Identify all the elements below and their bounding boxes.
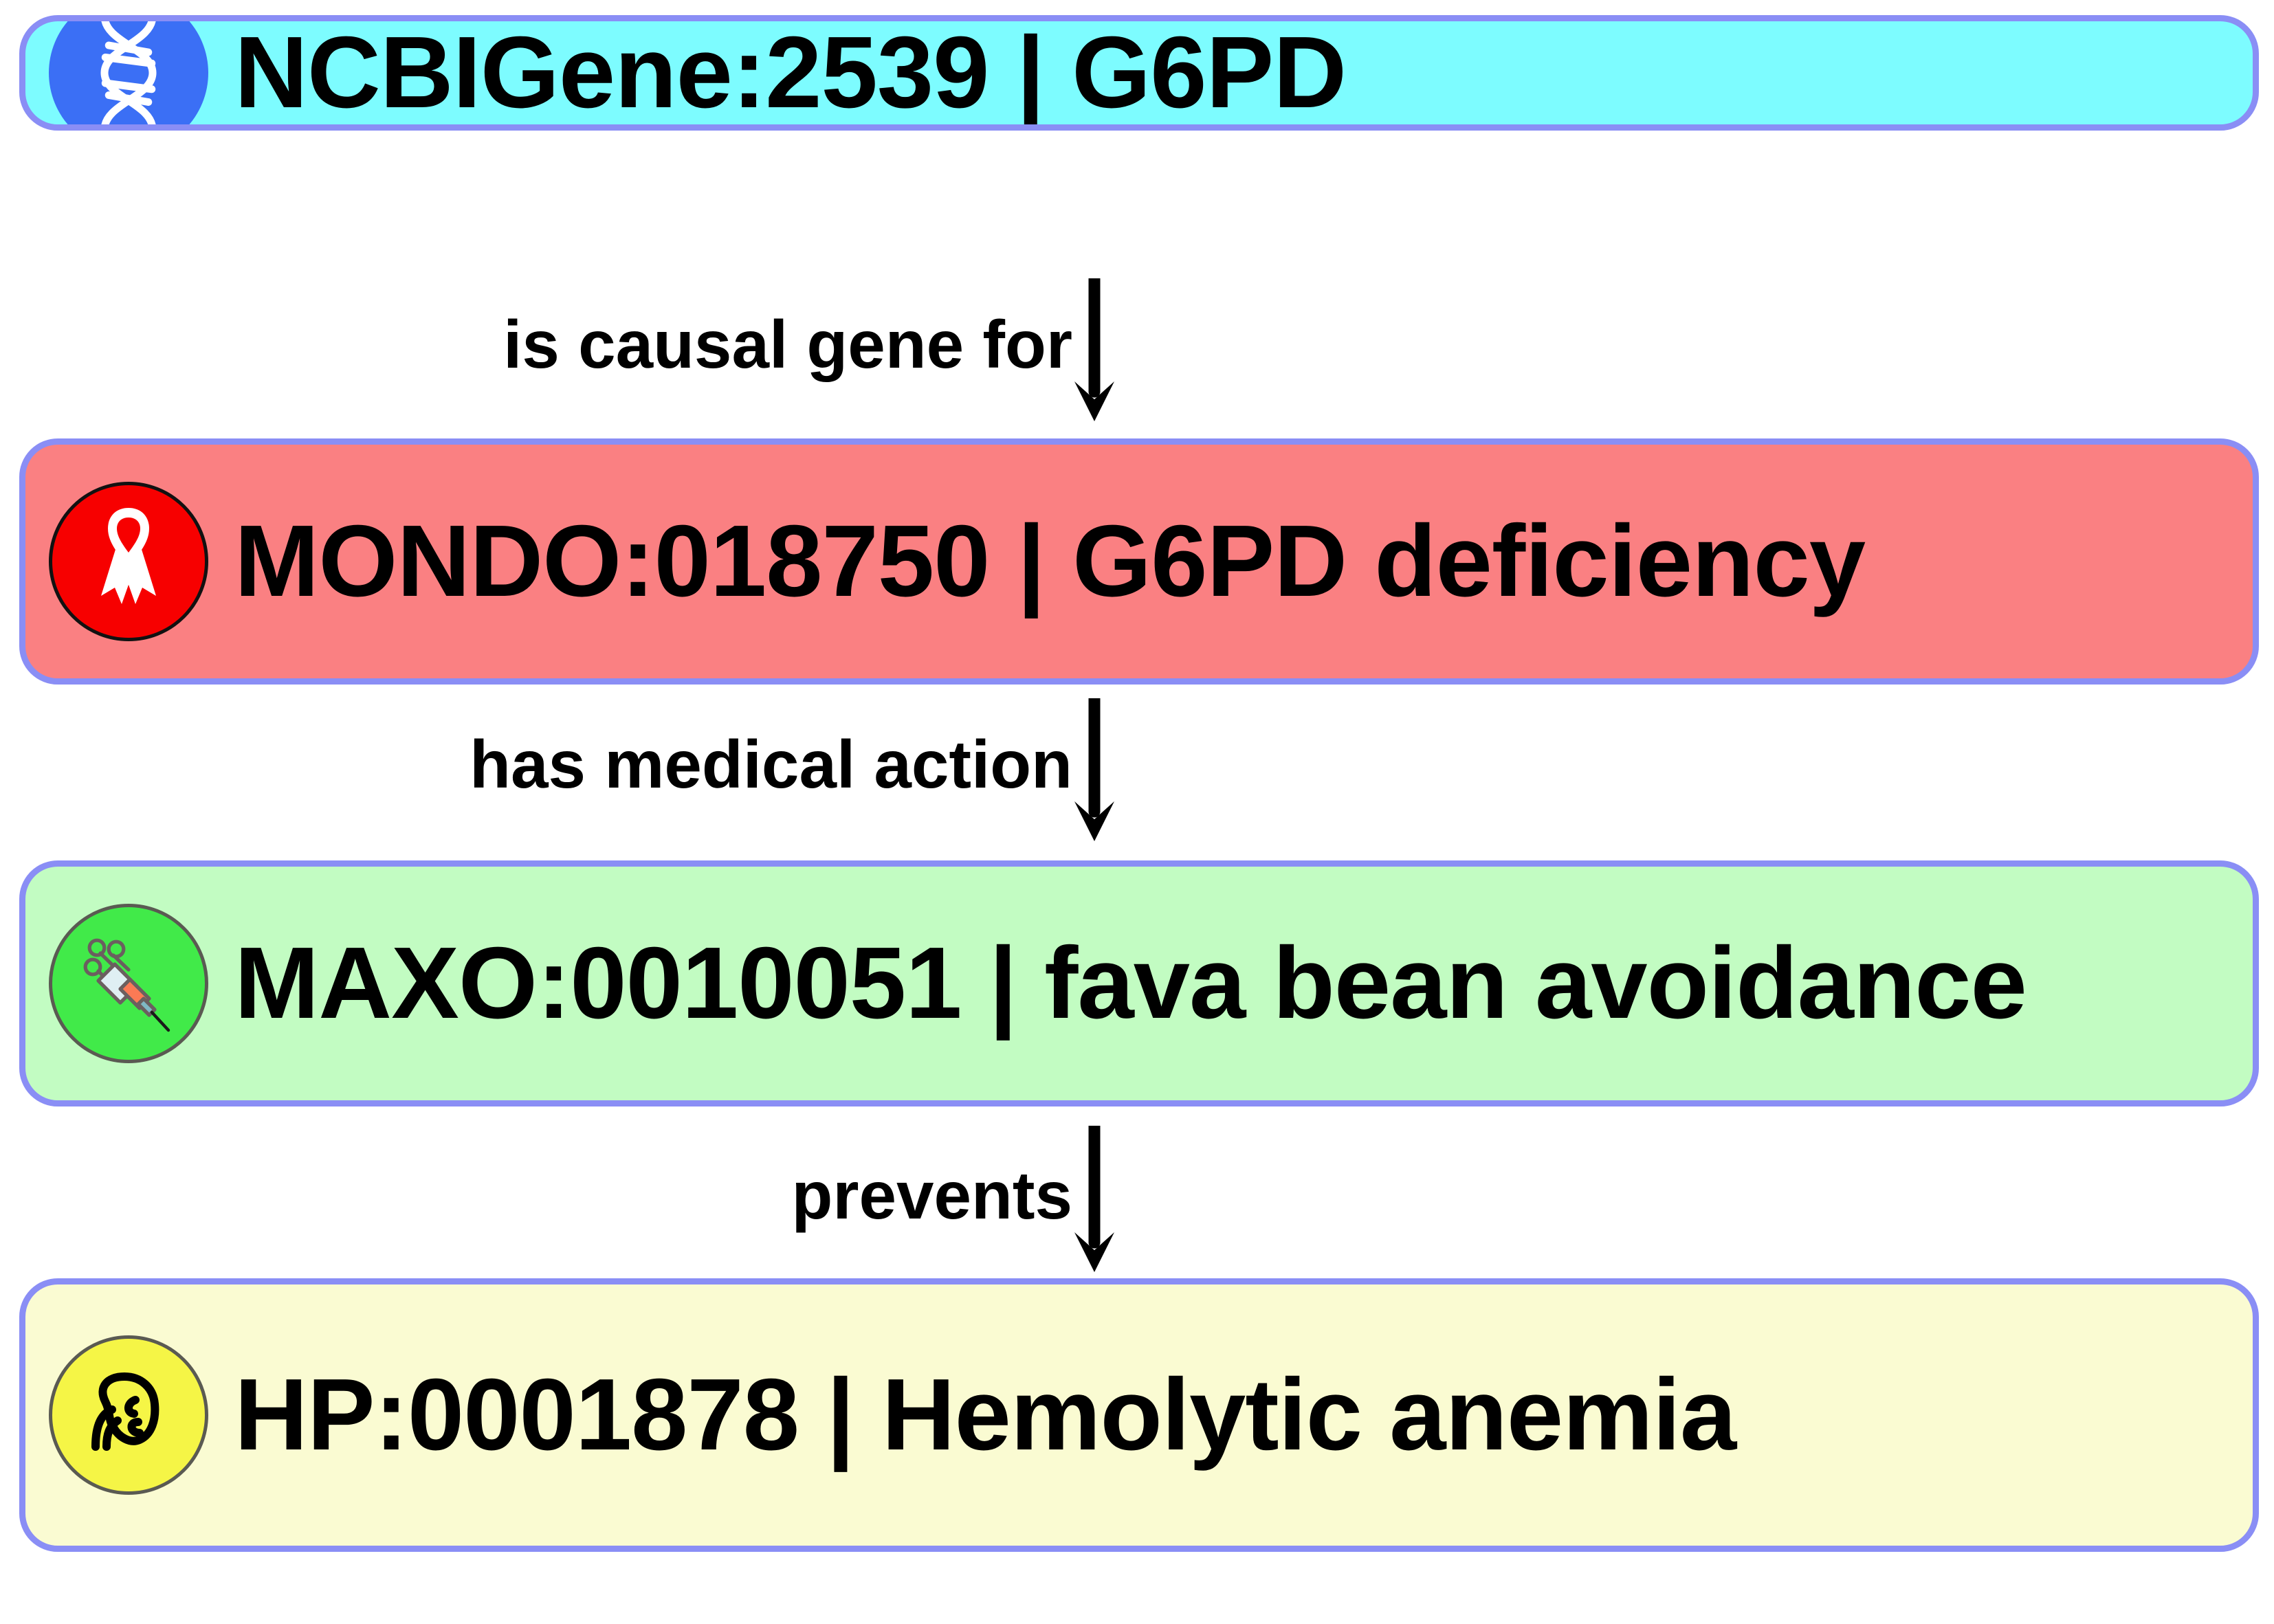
node-label: HP:0001878 | Hemolytic anemia [234, 1358, 1736, 1471]
node-label: NCBIGene:2539 | G6PD [234, 16, 1347, 129]
node-ncbigene-2539[interactable]: NCBIGene:2539 | G6PD [19, 15, 2259, 131]
node-hp-0001878[interactable]: HP:0001878 | Hemolytic anemia [19, 1278, 2259, 1552]
edge-label-is-causal-gene-for: is causal gene for [503, 307, 1072, 382]
syringe-icon [49, 904, 208, 1063]
node-mondo-018750[interactable]: MONDO:018750 | G6PD deficiency [19, 438, 2259, 685]
kidney-organ-icon [49, 1335, 208, 1495]
node-label: MONDO:018750 | G6PD deficiency [234, 504, 1866, 618]
node-maxo-0010051[interactable]: MAXO:0010051 | fava bean avoidance [19, 860, 2259, 1106]
edge-arrow-action-to-phenotype [1067, 1126, 1122, 1273]
node-label: MAXO:0010051 | fava bean avoidance [234, 926, 2027, 1040]
edge-arrow-disease-to-action [1067, 698, 1122, 843]
edge-arrow-gene-to-disease [1067, 278, 1122, 423]
edge-label-has-medical-action: has medical action [470, 726, 1072, 802]
awareness-ribbon-icon [49, 482, 208, 641]
dna-icon [49, 21, 208, 124]
edge-label-prevents: prevents [791, 1157, 1072, 1233]
